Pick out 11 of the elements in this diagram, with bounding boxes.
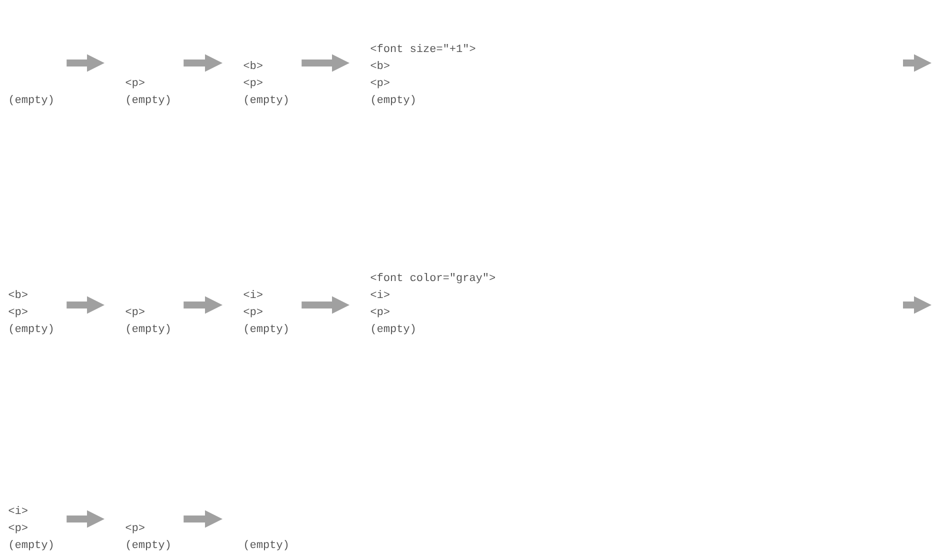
tag-stack: <font color="gray"> <i> <p> (empty) — [370, 273, 495, 334]
tag-stack: <i> <p> (empty) — [8, 506, 53, 550]
tag-stack: <p> (empty) — [126, 308, 170, 334]
tag-stack: (empty) — [10, 95, 53, 106]
tag-stack: <font size="+1"> <b> <p> (empty) — [370, 44, 476, 106]
tag-stack: (empty) — [245, 540, 288, 550]
tag-stack: <p> (empty) — [126, 524, 170, 550]
tag-stack: <b> <p> (empty) — [244, 61, 288, 106]
tag-stack: <i> <p> (empty) — [244, 290, 288, 334]
tag-stack: <p> (empty) — [126, 80, 170, 106]
tag-stack: <b> <p> (empty) — [8, 290, 53, 334]
